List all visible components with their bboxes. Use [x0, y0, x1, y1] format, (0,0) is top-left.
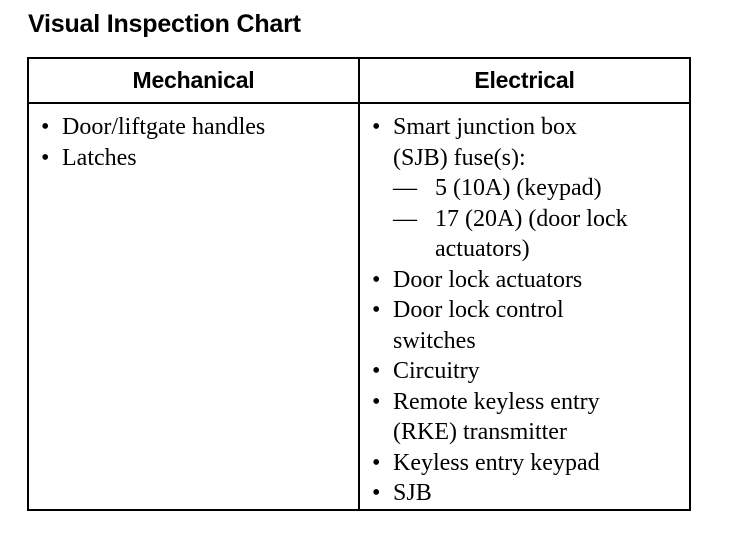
fuse-item-keypad: 5 (10A) (keypad) — [393, 173, 689, 204]
electrical-item-sjb-fuses: Smart junction box (SJB) fuse(s): 5 (10A… — [368, 112, 689, 265]
list-item-line1: Circuitry — [393, 358, 480, 384]
list-item-line1: Keyless entry keypad — [393, 449, 600, 476]
fuse-item-line1: 5 (10A) (keypad) — [435, 175, 602, 201]
list-item-line1: Door lock actuators — [393, 266, 583, 293]
electrical-list: Smart junction box (SJB) fuse(s): 5 (10A… — [368, 112, 689, 509]
list-item-line1: Door lock control — [393, 297, 564, 323]
electrical-item-keyless-entry-keypad: Keyless entry keypad — [368, 448, 689, 479]
page-title: Visual Inspection Chart — [28, 10, 301, 38]
visual-inspection-table: Mechanical Electrical Door/liftgate hand… — [27, 57, 691, 511]
electrical-cell: Smart junction box (SJB) fuse(s): 5 (10A… — [358, 102, 691, 511]
sjb-fuse-label-line1: Smart junction box — [393, 114, 577, 140]
mechanical-item-latches: Latches — [37, 143, 358, 174]
electrical-item-rke-transmitter: Remote keyless entry (RKE) transmitter — [368, 387, 689, 448]
mechanical-column-header: Mechanical — [27, 57, 360, 104]
electrical-column-header: Electrical — [358, 57, 691, 104]
table-body-row: Door/liftgate handles Latches Smart junc… — [27, 102, 691, 511]
table-header-row: Mechanical Electrical — [27, 57, 691, 104]
mechanical-list: Door/liftgate handles Latches — [37, 112, 358, 173]
electrical-item-circuitry: Circuitry — [368, 356, 689, 387]
list-item-line2: (RKE) transmitter — [393, 419, 567, 445]
list-item-line1: SJB — [393, 480, 432, 506]
fuse-item-door-lock-actuators: 17 (20A) (door lock actuators) — [393, 204, 689, 265]
mechanical-item-door-liftgate-handles: Door/liftgate handles — [37, 112, 358, 143]
mechanical-cell: Door/liftgate handles Latches — [27, 102, 360, 511]
sjb-fuse-label-line2: (SJB) fuse(s): — [393, 144, 526, 171]
electrical-item-door-lock-control-switches: Door lock control switches — [368, 295, 689, 356]
fuse-item-line1: 17 (20A) (door lock — [435, 205, 628, 232]
list-item-line1: Remote keyless entry — [393, 388, 600, 415]
list-item-line2: switches — [393, 327, 476, 354]
fuse-sublist: 5 (10A) (keypad) 17 (20A) (door lock act… — [393, 173, 689, 265]
electrical-item-sjb: SJB — [368, 478, 689, 509]
fuse-item-line2: actuators) — [435, 236, 530, 262]
electrical-item-door-lock-actuators: Door lock actuators — [368, 265, 689, 296]
